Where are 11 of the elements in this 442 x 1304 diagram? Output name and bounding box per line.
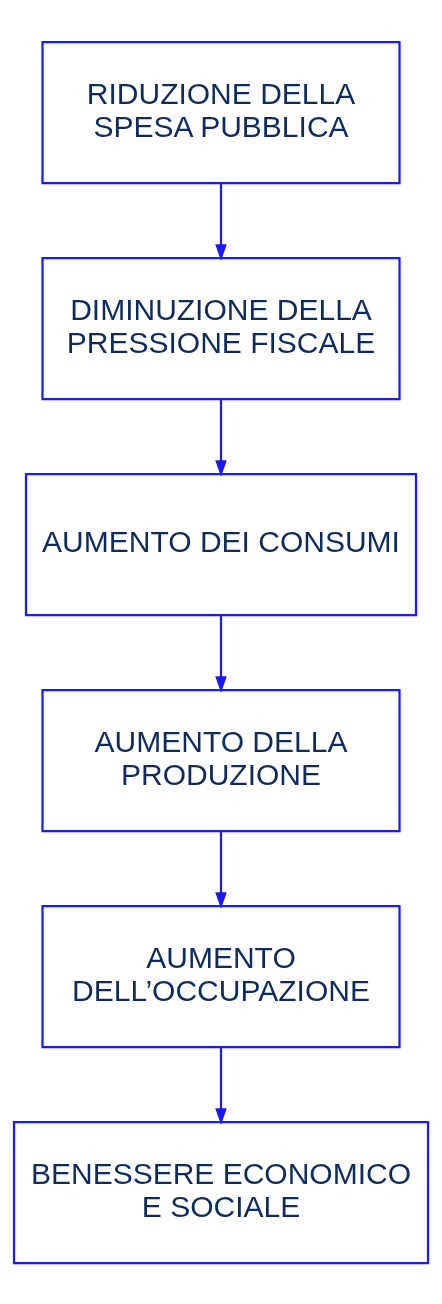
arrow — [215, 830, 227, 909]
node-box: RIDUZIONE DELLA SPESA PUBBLICA — [41, 40, 401, 184]
node-box: DIMINUZIONE DELLA PRESSIONE FISCALE — [41, 256, 401, 400]
arrow — [215, 182, 227, 261]
arrow — [215, 1046, 227, 1125]
arrow — [215, 614, 227, 693]
arrow — [215, 398, 227, 477]
node-box: AUMENTO DELL’OCCUPAZIONE — [41, 904, 401, 1048]
node-box: BENESSERE ECONOMICO E SOCIALE — [12, 1120, 430, 1264]
node-box: AUMENTO DEI CONSUMI — [24, 472, 418, 616]
node-box: AUMENTO DELLA PRODUZIONE — [41, 688, 401, 832]
